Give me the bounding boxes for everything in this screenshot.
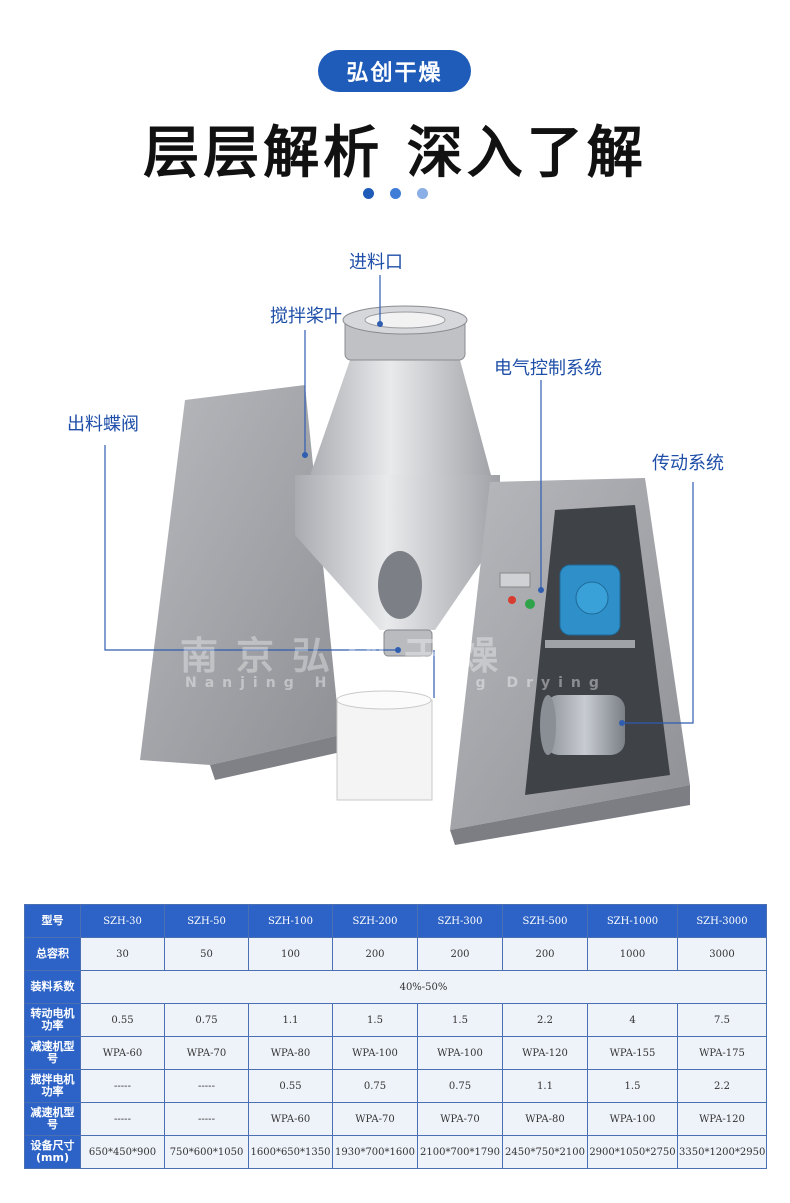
spec-table: 型号 SZH-30 SZH-50 SZH-100 SZH-200 SZH-300… — [24, 904, 767, 1169]
decor-dots — [0, 188, 790, 199]
table-cell: 1600*650*1350 — [248, 1135, 333, 1169]
drum-cylinder — [295, 475, 500, 535]
table-cell: 3000 — [677, 937, 767, 971]
table-cell: 200 — [417, 937, 503, 971]
row-label: 减速机型号 — [24, 1036, 81, 1070]
callout-discharge-valve: 出料蝶阀 — [67, 414, 139, 435]
table-cell: 2450*750*2100 — [502, 1135, 588, 1169]
table-cell: 100 — [248, 937, 333, 971]
callout-electric-control: 电气控制系统 — [494, 358, 602, 379]
table-cell: WPA-175 — [677, 1036, 767, 1070]
table-cell: 2.2 — [677, 1069, 767, 1103]
table-cell: WPA-80 — [502, 1102, 588, 1136]
table-cell: WPA-80 — [248, 1036, 333, 1070]
table-cell: 30 — [80, 937, 165, 971]
table-cell: 2100*700*1790 — [417, 1135, 503, 1169]
table-cell: WPA-120 — [677, 1102, 767, 1136]
table-cell: WPA-70 — [164, 1036, 249, 1070]
row-label: 减速机型号 — [24, 1102, 81, 1136]
table-cell: 1.1 — [248, 1003, 333, 1037]
dot — [389, 188, 401, 199]
watermark-cn: 南京弘创干燥 — [180, 634, 517, 678]
model-cell: SZH-200 — [332, 904, 418, 938]
table-cell: ----- — [164, 1069, 249, 1103]
table-cell: 1930*700*1600 — [332, 1135, 418, 1169]
table-cell: 4 — [587, 1003, 678, 1037]
table-cell: 2.2 — [502, 1003, 588, 1037]
watermark-en: Nanjing Hongchuang Drying — [185, 675, 607, 691]
model-cell: SZH-500 — [502, 904, 588, 938]
callout-stirring-blade: 搅拌桨叶 — [270, 306, 342, 327]
table-cell: 200 — [502, 937, 588, 971]
table-cell: WPA-100 — [332, 1036, 418, 1070]
collection-bucket — [336, 699, 433, 801]
row-label: 总容积 — [24, 937, 81, 971]
table-cell: WPA-70 — [332, 1102, 418, 1136]
table-cell: 200 — [332, 937, 418, 971]
table-cell: 0.75 — [332, 1069, 418, 1103]
row-label: 搅拌电机功率 — [24, 1069, 81, 1103]
table-cell: WPA-60 — [80, 1036, 165, 1070]
table-cell: 1.5 — [587, 1069, 678, 1103]
model-cell: SZH-3000 — [677, 904, 767, 938]
brand-badge: 弘创干燥 — [318, 50, 471, 92]
table-cell: WPA-120 — [502, 1036, 588, 1070]
callout-feed-inlet: 进料口 — [349, 252, 403, 273]
dot — [362, 188, 374, 199]
row-label: 型号 — [24, 904, 81, 938]
table-cell: 0.75 — [417, 1069, 503, 1103]
machine-drawing — [104, 275, 694, 845]
table-cell: 1000 — [587, 937, 678, 971]
table-cell: WPA-70 — [417, 1102, 503, 1136]
table-cell: 1.5 — [332, 1003, 418, 1037]
table-cell: WPA-100 — [417, 1036, 503, 1070]
table-cell: 1.1 — [502, 1069, 588, 1103]
table-cell: WPA-155 — [587, 1036, 678, 1070]
model-cell: SZH-100 — [248, 904, 333, 938]
table-cell: 0.75 — [164, 1003, 249, 1037]
table-cell: WPA-100 — [587, 1102, 678, 1136]
callout-transmission: 传动系统 — [652, 453, 724, 474]
table-cell: 0.55 — [248, 1069, 333, 1103]
table-cell: 0.55 — [80, 1003, 165, 1037]
row-label: 转动电机功率 — [24, 1003, 81, 1037]
table-cell: 7.5 — [677, 1003, 767, 1037]
table-cell: 3350*1200*2950 — [677, 1135, 767, 1169]
table-cell: 1.5 — [417, 1003, 503, 1037]
table-cell: 2900*1050*2750 — [587, 1135, 678, 1169]
left-frame — [140, 385, 340, 765]
table-cell: 650*450*900 — [80, 1135, 165, 1169]
drive-motor — [545, 695, 625, 755]
model-cell: SZH-50 — [164, 904, 249, 938]
table-cell-merged: 40%-50% — [80, 970, 767, 1004]
row-label: 设备尺寸(mm) — [24, 1135, 81, 1169]
model-cell: SZH-1000 — [587, 904, 678, 938]
table-cell: 50 — [164, 937, 249, 971]
table-cell: 750*600*1050 — [164, 1135, 249, 1169]
drum-upper-cone — [305, 360, 495, 490]
machine-illustration: 进料口 搅拌桨叶 出料蝶阀 电气控制系统 传动系统 南京弘创干燥 Nanjing… — [0, 220, 790, 850]
table-cell: ----- — [80, 1069, 165, 1103]
table-cell: ----- — [164, 1102, 249, 1136]
model-cell: SZH-300 — [417, 904, 503, 938]
row-label: 装料系数 — [24, 970, 81, 1004]
page-title: 层层解析 深入了解 — [143, 121, 647, 186]
model-cell: SZH-30 — [80, 904, 165, 938]
dot — [416, 188, 428, 199]
table-cell: ----- — [80, 1102, 165, 1136]
table-cell: WPA-60 — [248, 1102, 333, 1136]
